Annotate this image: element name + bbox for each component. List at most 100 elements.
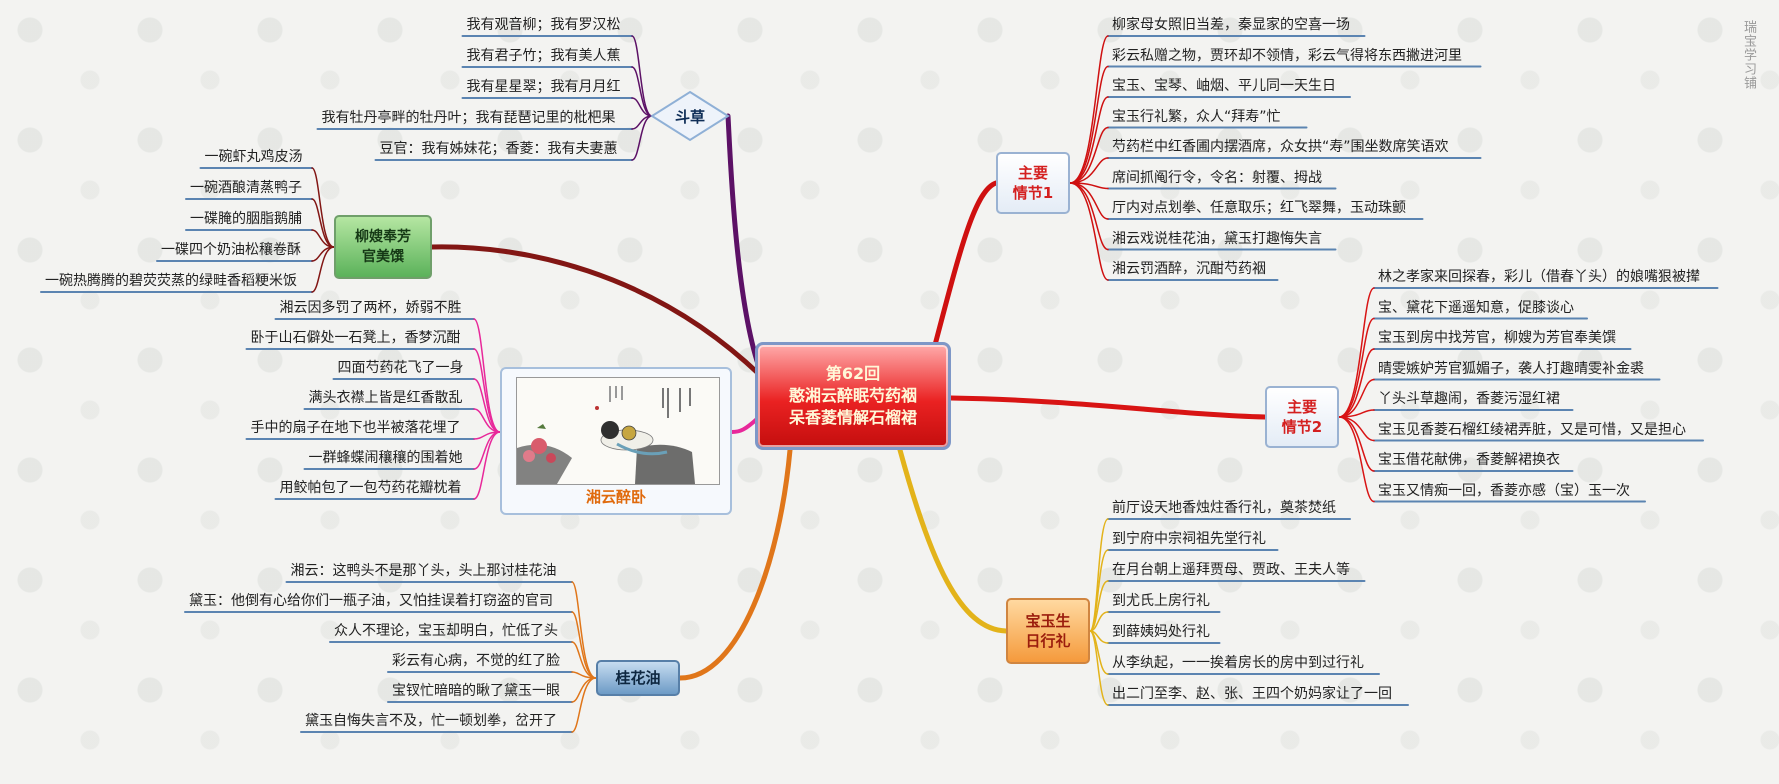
leaf-plot1-2[interactable]: 宝玉、宝琴、岫烟、平儿同一天生日: [1112, 78, 1336, 94]
central-topic-line2: 憨湘云醉眠芍药裀: [788, 386, 917, 405]
leaf-guihua-3[interactable]: 彩云有心病，不觉的红了脸: [392, 653, 560, 669]
connector-line: [1089, 611, 1109, 632]
connector-line: [1338, 348, 1375, 418]
leaf-plot1-7[interactable]: 湘云戏说桂花油，黛玉打趣悔失言: [1112, 230, 1322, 247]
leaf-plot2-1[interactable]: 宝、黛花下遥遥知意，促膝谈心: [1378, 299, 1574, 316]
topic-zhucao[interactable]: 斗草: [650, 90, 730, 142]
connector-line: [473, 431, 501, 500]
connector-line: [571, 641, 597, 679]
leaf-plot1-8[interactable]: 湘云罚酒醉，沉酣芍药裀: [1112, 261, 1266, 277]
leaf-plot2-7[interactable]: 宝玉又情痴一回，香菱亦感（宝）玉一次: [1378, 482, 1630, 499]
connector-line: [473, 378, 501, 433]
connector-line: [473, 431, 501, 470]
connector-line: [1069, 35, 1109, 184]
connector-line: [571, 581, 597, 679]
leaf-plot1-5[interactable]: 席间抓阄行令，令名：射覆、拇战: [1112, 169, 1322, 186]
leaf-xiangyun-2[interactable]: 四面芍药花飞了一身: [337, 360, 464, 376]
leaf-birthday-0[interactable]: 前厅设天地香烛炷香行礼，奠茶焚纸: [1112, 500, 1336, 516]
leaf-birthday-2[interactable]: 在月台朝上遥拜贾母、贾政、王夫人等: [1112, 562, 1350, 578]
topic-plot2[interactable]: 主要 情节2: [1265, 386, 1339, 448]
leaf-liusao-4[interactable]: 一碗热腾腾的碧荧荧蒸的绿畦香稻粳米饭: [45, 273, 297, 289]
leaf-liusao-0[interactable]: 一碗虾丸鸡皮汤: [204, 149, 303, 165]
leaf-liusao-2[interactable]: 一碟腌的胭脂鹅脯: [190, 211, 302, 227]
leaf-zhucao-0[interactable]: 我有观音柳；我有罗汉松: [466, 17, 621, 33]
central-topic[interactable]: 第62回 憨湘云醉眠芍药裀 呆香菱情解石榴裙: [755, 342, 951, 450]
leaf-plot2-6[interactable]: 宝玉借花献佛，香菱解裙换衣: [1378, 452, 1560, 468]
connector-line: [631, 115, 653, 161]
diamond-shape: [650, 90, 730, 142]
leaf-xiangyun-5[interactable]: 一群蜂蝶闹穰穰的围着她: [308, 450, 463, 466]
connector-line: [311, 198, 335, 248]
leaf-liusao-1[interactable]: 一碗酒酿清蒸鸭子: [190, 180, 302, 196]
leaf-plot1-3[interactable]: 宝玉行礼繁，众人“拜寿”忙: [1112, 108, 1281, 125]
topic-birthday[interactable]: 宝玉生 日行礼: [1006, 598, 1090, 664]
leaf-plot2-5[interactable]: 宝玉见香菱石榴红绫裙弄脏，又是可惜，又是担心: [1378, 421, 1686, 438]
leaf-xiangyun-3[interactable]: 满头衣襟上皆是红香散乱: [308, 390, 463, 406]
leaf-guihua-0[interactable]: 湘云：这鸭头不是那丫头，头上那讨桂花油: [290, 563, 557, 579]
connector-line: [311, 246, 335, 262]
leaf-birthday-4[interactable]: 到薛姨妈处行礼: [1112, 624, 1210, 640]
leaf-plot2-2[interactable]: 宝玉到房中找芳官，柳嫂为芳官奉美馔: [1378, 330, 1616, 346]
leaf-xiangyun-6[interactable]: 用鲛帕包了一包芍药花瓣枕着: [279, 480, 462, 496]
connector-line: [1069, 65, 1109, 184]
connector-line: [725, 113, 763, 373]
leaf-birthday-5[interactable]: 从李纨起，一一挨着房长的房中到过行礼: [1112, 655, 1364, 671]
central-topic-line3: 呆香菱情解石榴裙: [788, 408, 917, 427]
leaf-guihua-4[interactable]: 宝钗忙暗暗的瞅了黛玉一眼: [392, 683, 560, 699]
connector-line: [1069, 157, 1109, 184]
connector-line: [1069, 182, 1109, 281]
leaf-plot2-3[interactable]: 晴雯嫉妒芳官狐媚子，袭人打趣晴雯补金裘: [1378, 360, 1644, 377]
connector-line: [429, 244, 763, 378]
leaf-guihua-1[interactable]: 黛玉：他倒有心给你们一瓶子油，又怕挂误着打窃盗的官司: [189, 593, 553, 609]
leaf-guihua-5[interactable]: 黛玉自悔失言不及，忙一顿划拳，岔开了: [305, 713, 557, 729]
leaf-zhucao-2[interactable]: 我有星星翠；我有月月红: [466, 79, 621, 95]
leaf-xiangyun-4[interactable]: 手中的扇子在地下也半被落花埋了: [250, 420, 461, 436]
topic-xiangyun[interactable]: 湘云醉卧: [500, 367, 732, 515]
connector-line: [631, 35, 653, 117]
topic-plot1[interactable]: 主要 情节1: [996, 152, 1070, 214]
connector-line: [571, 677, 597, 733]
leaf-zhucao-3[interactable]: 我有牡丹亭畔的牡丹叶；我有琵琶记里的枇杷果: [321, 110, 616, 126]
leaf-xiangyun-0[interactable]: 湘云因多罚了两杯，娇弱不胜: [279, 300, 462, 316]
connector-line: [932, 180, 999, 348]
connector-line: [1069, 126, 1109, 184]
painting-image: [516, 377, 720, 485]
leaf-guihua-2[interactable]: 众人不理论，宝玉却明白，忙低了头: [334, 623, 558, 639]
leaf-plot1-4[interactable]: 芍药栏中红香圃内摆酒席，众女拱“寿”围坐数席笑语欢: [1112, 139, 1449, 155]
connector-line: [677, 447, 793, 681]
connector-line: [311, 246, 335, 293]
connector-line: [1338, 287, 1375, 418]
connector-line: [730, 416, 760, 434]
connector-line: [473, 348, 501, 433]
leaf-plot1-6[interactable]: 厅内对点划拳、任意取乐；红飞翠舞，玉动珠颤: [1112, 200, 1406, 216]
connector-line: [571, 677, 597, 703]
connector-line: [1338, 317, 1375, 418]
topic-guihua[interactable]: 桂花油: [596, 660, 680, 696]
topic-xiangyun-label: 湘云醉卧: [585, 488, 646, 506]
central-topic-line1: 第62回: [825, 364, 881, 383]
connector-line: [1338, 378, 1375, 418]
leaf-plot2-0[interactable]: 林之孝家来回探春，彩儿（借春丫头）的娘嘴狠被撵: [1378, 269, 1700, 285]
connector-line: [1089, 630, 1109, 706]
connector-line: [948, 395, 1268, 420]
leaf-birthday-1[interactable]: 到宁府中宗祠祖先堂行礼: [1112, 531, 1266, 547]
leaf-birthday-3[interactable]: 到尤氏上房行礼: [1112, 593, 1210, 609]
topic-liusao[interactable]: 柳嫂奉芳 官美馔: [334, 215, 432, 279]
connector-line: [311, 167, 335, 248]
leaf-zhucao-1[interactable]: 我有君子竹；我有美人蕉: [466, 48, 621, 64]
topic-zhucao-label: 斗草: [674, 107, 705, 126]
connector-line: [631, 66, 653, 117]
leaf-birthday-6[interactable]: 出二门至李、赵、张、王四个奶妈家让了一回: [1112, 686, 1392, 702]
leaf-zhucao-4[interactable]: 豆官：我有姊妹花；香菱：我有夫妻蕙: [379, 141, 618, 157]
connector-line: [473, 408, 501, 433]
connector-line: [1338, 416, 1375, 442]
leaf-plot1-1[interactable]: 彩云私赠之物，贾环却不领情，彩云气得将东西撇进河里: [1112, 47, 1462, 64]
connector-line: [473, 318, 501, 433]
leaf-xiangyun-1[interactable]: 卧于山石僻处一石凳上，香梦沉酣: [250, 330, 461, 346]
leaf-plot2-4[interactable]: 丫头斗草趣闹，香菱污湿红裙: [1378, 391, 1560, 407]
leaf-liusao-3[interactable]: 一碟四个奶油松穰卷酥: [161, 242, 301, 258]
connector-line: [1089, 518, 1109, 632]
leaf-plot1-0[interactable]: 柳家母女照旧当差，秦显家的空喜一场: [1112, 17, 1350, 33]
connector-line: [897, 447, 1009, 634]
